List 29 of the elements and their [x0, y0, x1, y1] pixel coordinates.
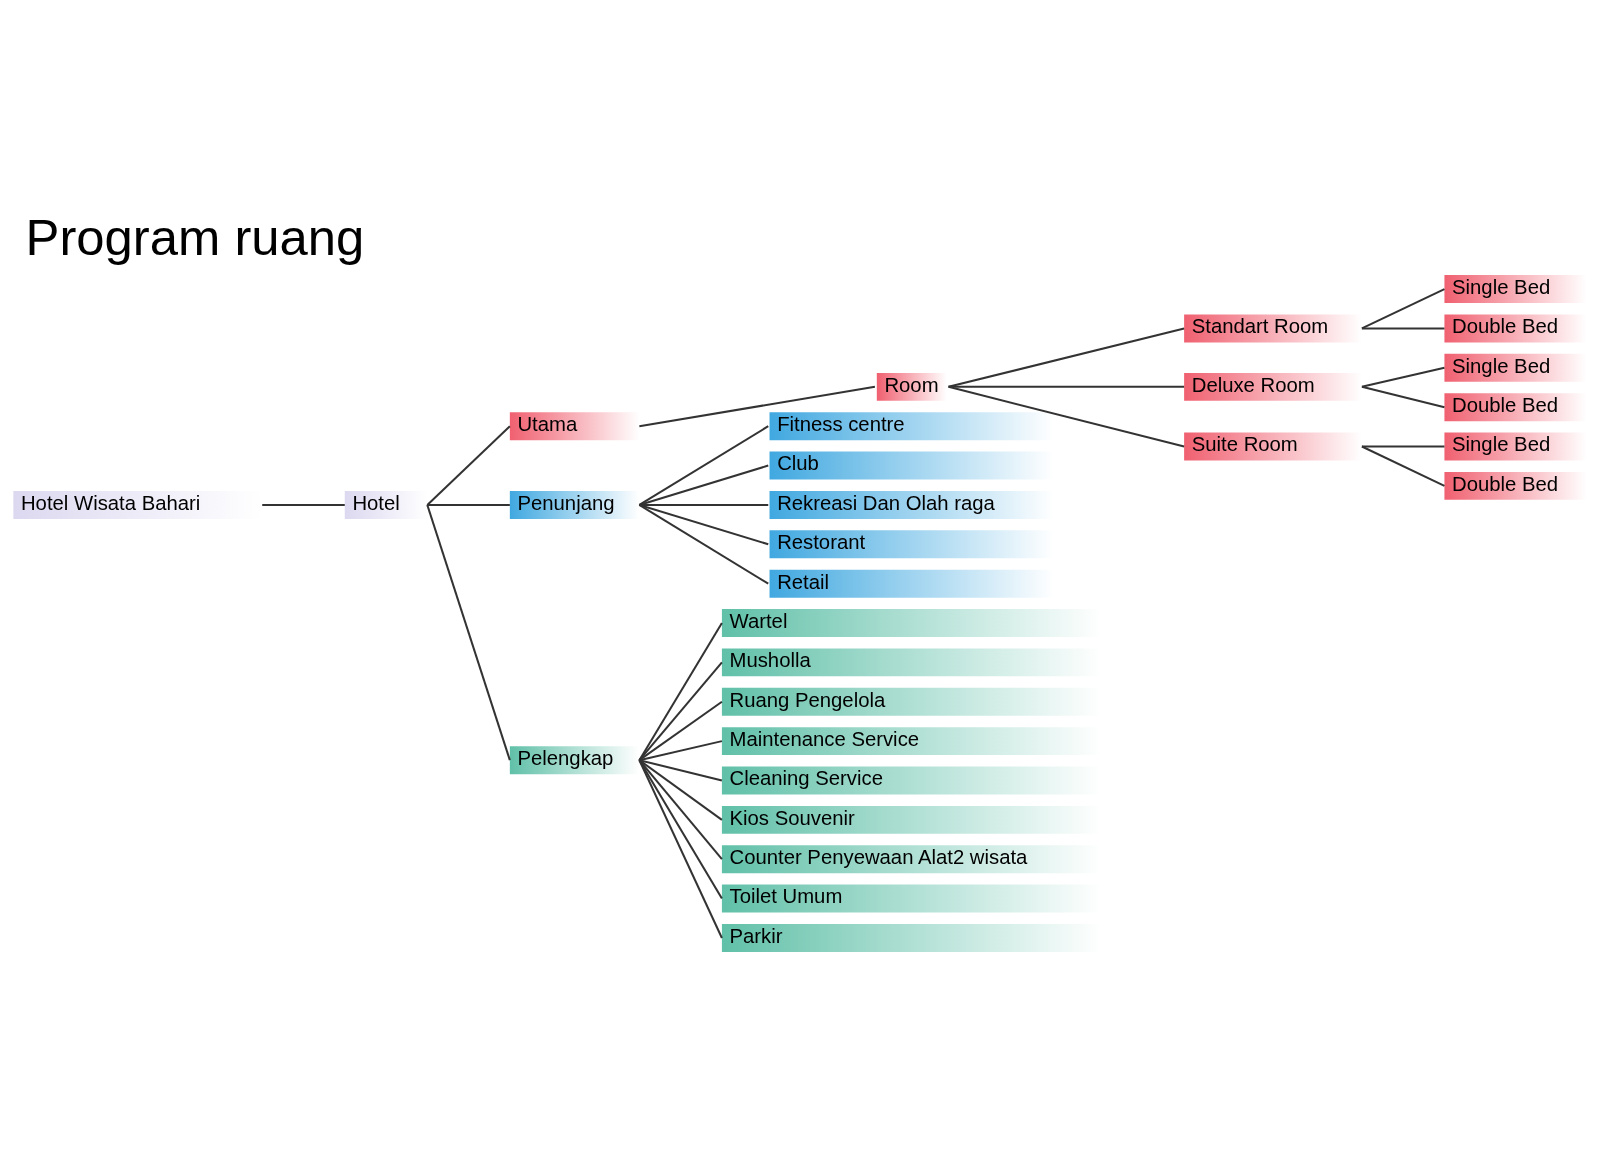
node-box: Room — [876, 372, 947, 401]
connector — [1361, 385, 1445, 408]
connector — [638, 759, 723, 899]
connector — [1361, 326, 1445, 329]
connector — [1361, 366, 1445, 388]
connector — [639, 503, 769, 545]
connector — [638, 424, 769, 506]
connector — [638, 759, 723, 938]
connector — [639, 739, 723, 761]
connector — [638, 661, 723, 761]
connector — [639, 758, 723, 781]
connector — [639, 385, 876, 427]
connector — [262, 503, 345, 506]
connector — [426, 504, 511, 760]
connector — [638, 622, 723, 761]
connector — [639, 464, 769, 506]
connector — [948, 326, 1185, 388]
connector — [427, 503, 510, 506]
connector — [638, 759, 723, 860]
connector — [638, 700, 723, 761]
connector — [948, 385, 1185, 447]
diagram-title: Program ruang — [25, 208, 365, 266]
connector — [948, 385, 1185, 388]
connector — [638, 503, 769, 585]
connector — [1361, 445, 1445, 487]
connector — [1361, 445, 1445, 448]
connector — [426, 425, 511, 506]
connector — [638, 758, 723, 821]
connector — [1361, 287, 1445, 329]
